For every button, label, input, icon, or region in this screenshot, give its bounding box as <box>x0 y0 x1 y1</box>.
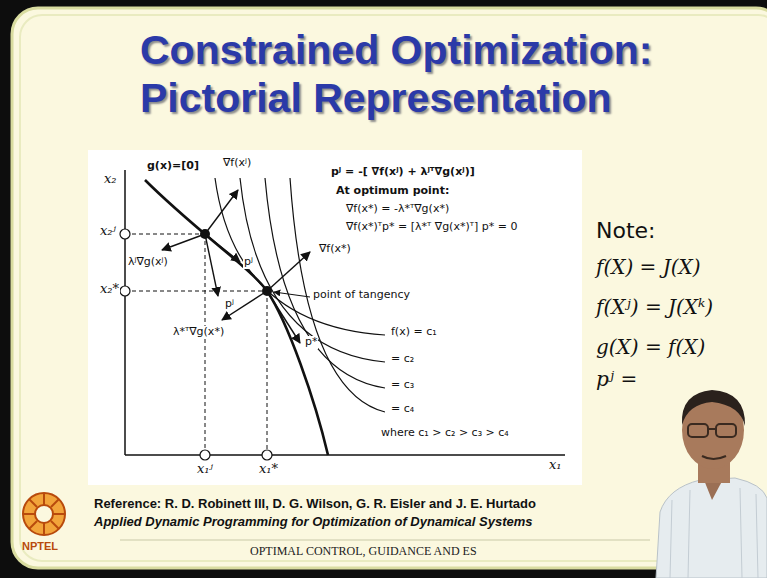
note-equation: f(X) = J(X) <box>596 256 701 279</box>
equation-heading: At optimum point: <box>335 185 450 198</box>
y-axis <box>124 170 126 455</box>
axis-label: x₂ʲ <box>99 224 117 239</box>
contour-label: = c₄ <box>390 403 415 416</box>
diagram-panel <box>88 150 582 485</box>
note-equation: pʲ = <box>596 368 637 391</box>
logo-text: NPTEL <box>22 540 58 553</box>
vector-label: λ*ᵀ∇g(x*) <box>172 326 225 339</box>
equation: ∇f(x*)ᵀp* = [λ*ᵀ ∇g(x*)ᵀ] p* = 0 <box>345 221 518 234</box>
axis-label: x₁ <box>548 458 563 473</box>
contour-label: = c₂ <box>390 353 415 366</box>
constraint-curve <box>145 180 328 455</box>
reference-text: Reference: R. D. Robinett III, D. G. Wil… <box>94 497 536 512</box>
equation: ∇f(x*) = -λ*ᵀ∇g(x*) <box>345 203 450 216</box>
projection-lines <box>125 234 267 455</box>
axis-markers <box>120 229 272 460</box>
leader-line <box>274 292 310 297</box>
footer-rule <box>120 540 650 541</box>
points <box>200 229 272 296</box>
vector-label: ∇f(x*) <box>318 243 352 256</box>
nptel-logo <box>23 493 65 535</box>
slide-ground <box>12 8 767 568</box>
axis-label: x₂ <box>103 172 118 187</box>
vector-label: pʲ <box>224 298 235 311</box>
note-equation: f(Xʲ) = J(Xᵏ) <box>596 296 713 319</box>
footer-text: OPTIMAL CONTROL, GUIDANCE AND ES <box>250 545 477 559</box>
equation: pʲ = -[ ∇f(xʲ) + λʲᵀ∇g(xʲ)] <box>330 166 476 179</box>
note-equation: g(X) = f(X) <box>596 336 705 359</box>
vector-arrows <box>162 190 310 343</box>
callout-label: point of tangency <box>312 289 411 302</box>
vector-label: pʲ <box>243 256 254 269</box>
contour-label: = c₃ <box>390 379 415 392</box>
presenter-figure <box>656 390 767 578</box>
axis-label: x₁* <box>258 462 279 477</box>
vector-label: ∇f(xʲ) <box>222 157 252 170</box>
note-label: where c₁ > c₂ > c₃ > c₄ <box>380 427 510 440</box>
slide-title: Constrained Optimization: Pictorial Repr… <box>140 26 700 122</box>
axis-label: x₂* <box>99 282 120 297</box>
constraint-label: g(x)=[0] <box>146 160 200 173</box>
reference-title: Applied Dynamic Programming for Optimiza… <box>94 515 532 530</box>
x-axis <box>125 454 565 456</box>
note-heading: Note: <box>596 218 656 243</box>
vector-label: λʲ∇g(xʲ) <box>127 256 169 269</box>
vector-label: p* <box>304 336 318 349</box>
slide-border <box>20 15 767 561</box>
contour-label: f(x) = c₁ <box>390 326 438 339</box>
axis-label: x₁ʲ <box>196 462 214 477</box>
